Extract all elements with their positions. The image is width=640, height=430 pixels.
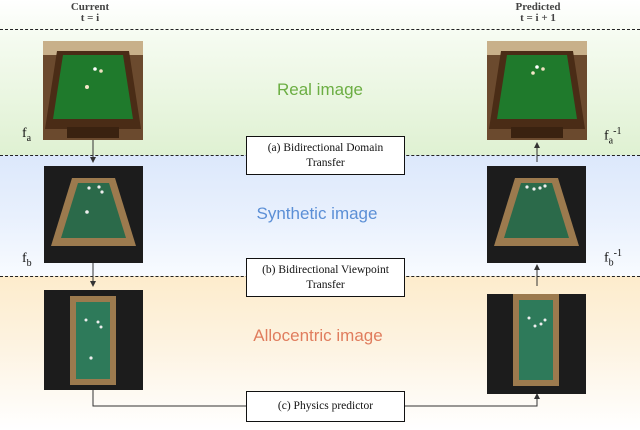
synthetic-image-label: Synthetic image <box>256 204 378 223</box>
allocentric-current-image <box>44 290 143 390</box>
current-header: Current t = i <box>60 2 120 24</box>
allocentric-predicted-image <box>487 294 586 394</box>
allocentric-image-label: Allocentric image <box>253 326 383 345</box>
fb-label: fb <box>22 251 32 269</box>
wire-to-physics <box>92 390 246 407</box>
predicted-time: t = i + 1 <box>520 12 556 24</box>
real-image-label: Real image <box>277 80 363 99</box>
fb-inverse-label: fb-1 <box>604 248 623 269</box>
viewpoint-transfer-line2: Transfer <box>306 278 345 291</box>
real-current-image <box>43 41 143 140</box>
domain-transfer-box: (a) Bidirectional Domain Transfer <box>246 136 405 175</box>
top-separator <box>0 29 640 30</box>
predicted-label: Predicted <box>515 1 561 13</box>
domain-transfer-line2: Transfer <box>306 156 345 169</box>
real-predicted-image <box>487 41 587 140</box>
synthetic-predicted-image <box>487 166 586 263</box>
physics-predictor-box: (c) Physics predictor <box>246 391 405 422</box>
viewpoint-transfer-line1: (b) Bidirectional Viewpoint <box>262 263 389 276</box>
current-label: Current <box>70 1 110 13</box>
fa-label: fa <box>22 126 32 144</box>
physics-predictor-label: (c) Physics predictor <box>277 400 374 412</box>
fa-inverse-label: fa-1 <box>604 126 622 147</box>
synthetic-current-image <box>44 166 143 263</box>
predicted-header: Predicted t = i + 1 <box>498 2 578 24</box>
wire-from-physics <box>404 393 540 407</box>
domain-transfer-line1: (a) Bidirectional Domain <box>267 141 384 154</box>
viewpoint-transfer-box: (b) Bidirectional Viewpoint Transfer <box>246 258 405 297</box>
current-time: t = i <box>80 12 100 24</box>
